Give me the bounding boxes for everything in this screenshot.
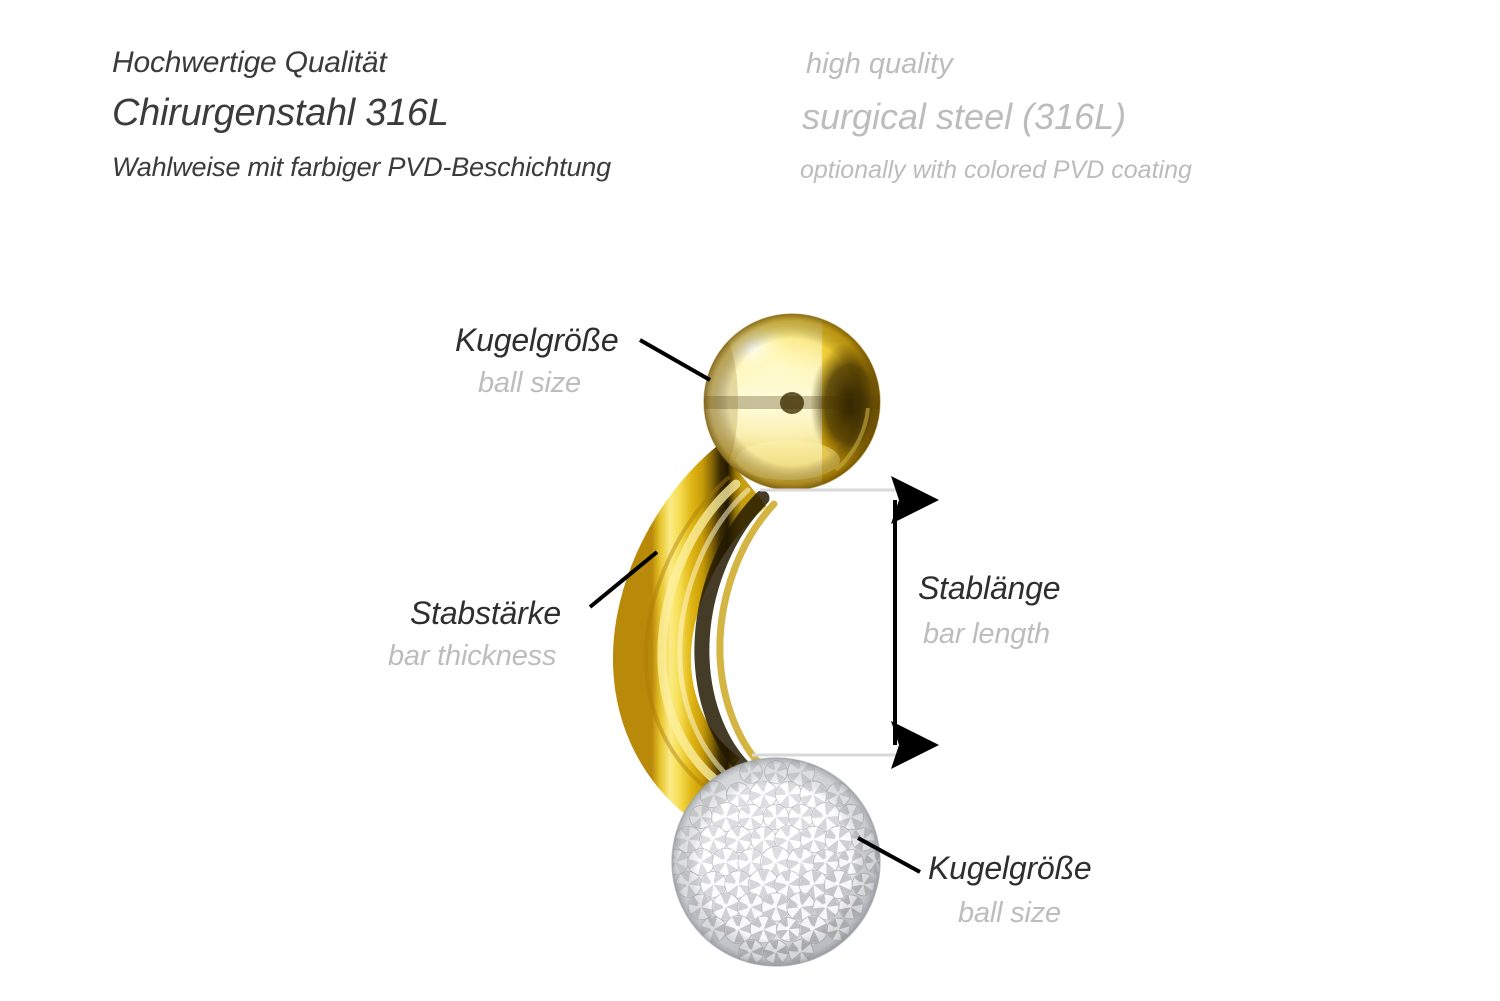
header-german-line-2: Chirurgenstahl 316L bbox=[112, 92, 449, 134]
bar-length-dimension bbox=[752, 476, 939, 769]
leader-line-bar-thickness bbox=[588, 550, 659, 609]
label-bar-thickness-german: Stabstärke bbox=[410, 595, 561, 631]
label-ball-size-bottom-german: Kugelgröße bbox=[928, 850, 1092, 886]
label-bar-thickness-english: bar thickness bbox=[388, 640, 557, 672]
label-ball-size-top-english: ball size bbox=[478, 367, 581, 399]
header-german-line-3: Wahlweise mit farbiger PVD-Beschichtung bbox=[112, 152, 611, 182]
label-bar-length-english: bar length bbox=[923, 618, 1050, 650]
leader-line-ball-top bbox=[639, 338, 711, 382]
header-german-line-1: Hochwertige Qualität bbox=[112, 46, 387, 79]
label-ball-size-top-german: Kugelgröße bbox=[455, 322, 619, 358]
gold-bar bbox=[612, 445, 778, 823]
label-bar-length-german: Stablänge bbox=[918, 570, 1061, 606]
crystal-ball bbox=[671, 757, 881, 967]
leader-line-ball-bottom bbox=[857, 836, 921, 874]
header-english-line-1: high quality bbox=[806, 48, 953, 80]
header-english-line-2: surgical steel (316L) bbox=[802, 96, 1127, 137]
label-ball-size-bottom-english: ball size bbox=[958, 897, 1061, 929]
header-english-line-3: optionally with colored PVD coating bbox=[800, 156, 1192, 184]
